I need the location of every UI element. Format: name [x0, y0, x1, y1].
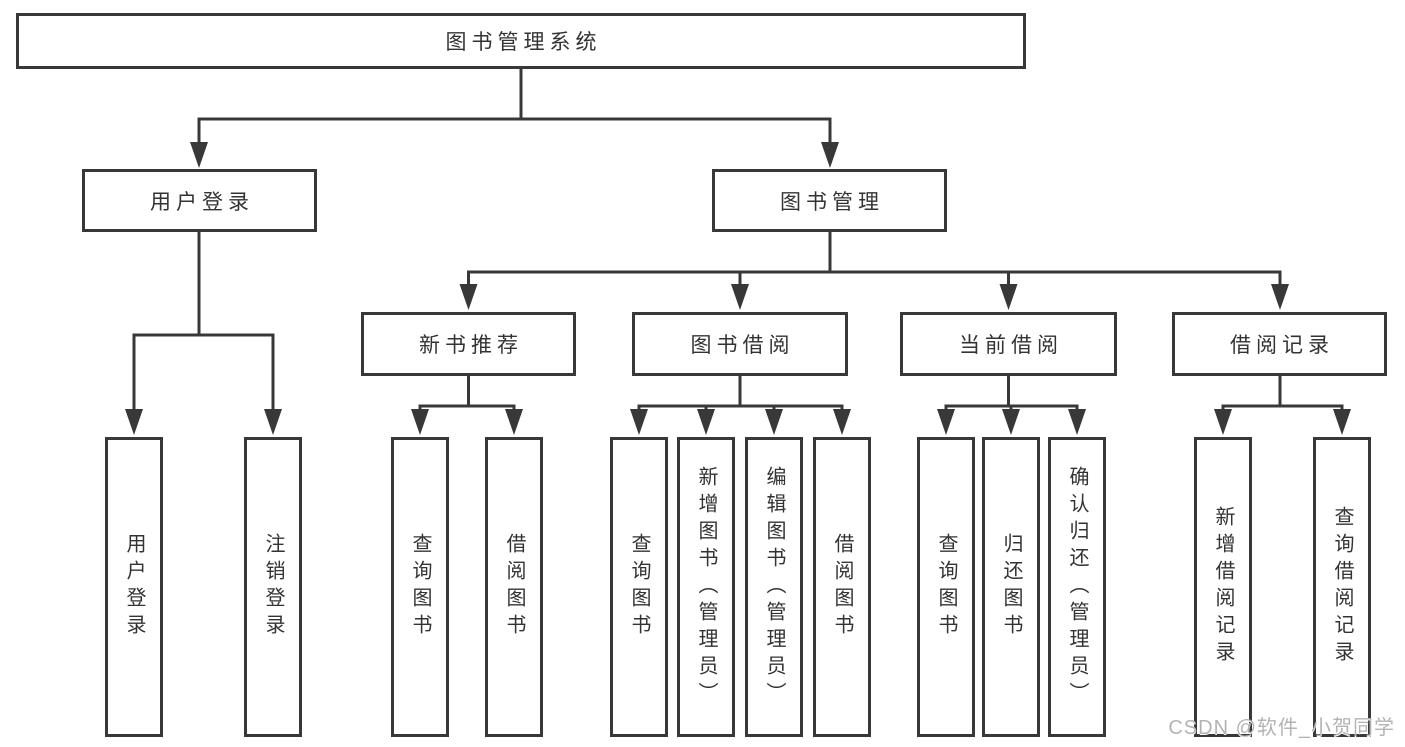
- node-book-borrow: 图书借阅: [632, 312, 848, 376]
- node-book-management: 图书管理: [712, 169, 947, 232]
- leaf-edit-books-admin: 编辑图书（管理员）: [745, 437, 803, 737]
- node-label: 当前借阅: [959, 334, 1063, 357]
- node-label: 新增借阅记录: [1212, 506, 1234, 668]
- node-label: 用户登录: [150, 190, 254, 214]
- node-label: 归还图书: [1000, 533, 1022, 641]
- node-label: 编辑图书（管理员）: [763, 465, 785, 709]
- leaf-query-books-recommend: 查询图书: [391, 437, 449, 737]
- node-label: 新书推荐: [419, 334, 523, 357]
- node-label: 用户登录: [123, 533, 145, 641]
- leaf-confirm-return-admin: 确认归还（管理员）: [1048, 437, 1106, 737]
- node-label: 查询图书: [628, 533, 650, 641]
- node-label: 确认归还（管理员）: [1066, 465, 1088, 709]
- leaf-add-books-admin: 新增图书（管理员）: [677, 437, 735, 737]
- node-label: 图书借阅: [690, 334, 795, 357]
- node-label: 借阅记录: [1230, 334, 1334, 357]
- node-label: 查询图书: [935, 533, 957, 641]
- leaf-borrow-books: 借阅图书: [813, 437, 871, 737]
- node-label: 查询图书: [409, 533, 431, 641]
- leaf-user-login: 用户登录: [105, 437, 163, 737]
- leaf-logout: 注销登录: [244, 437, 302, 737]
- leaf-query-books-current: 查询图书: [917, 437, 975, 737]
- node-new-book-recommend: 新书推荐: [361, 312, 576, 376]
- node-label: 图书管理: [780, 190, 884, 214]
- node-label: 图书管理系统: [445, 31, 602, 54]
- leaf-add-borrow-record: 新增借阅记录: [1194, 437, 1252, 737]
- node-label: 注销登录: [262, 533, 284, 641]
- leaf-query-books-borrow: 查询图书: [610, 437, 668, 737]
- node-current-borrow: 当前借阅: [900, 312, 1117, 376]
- node-label: 借阅图书: [503, 533, 525, 641]
- node-borrow-record: 借阅记录: [1172, 312, 1387, 376]
- node-label: 借阅图书: [831, 533, 853, 641]
- leaf-borrow-books-recommend: 借阅图书: [485, 437, 543, 737]
- node-library-management-system: 图书管理系统: [16, 13, 1026, 69]
- node-label: 查询借阅记录: [1331, 506, 1353, 668]
- csdn-watermark: CSDN @软件_小贺同学: [1168, 717, 1395, 739]
- node-label: 新增图书（管理员）: [695, 465, 717, 709]
- node-user-login: 用户登录: [82, 169, 317, 232]
- leaf-return-books: 归还图书: [982, 437, 1040, 737]
- leaf-query-borrow-record: 查询借阅记录: [1313, 437, 1371, 737]
